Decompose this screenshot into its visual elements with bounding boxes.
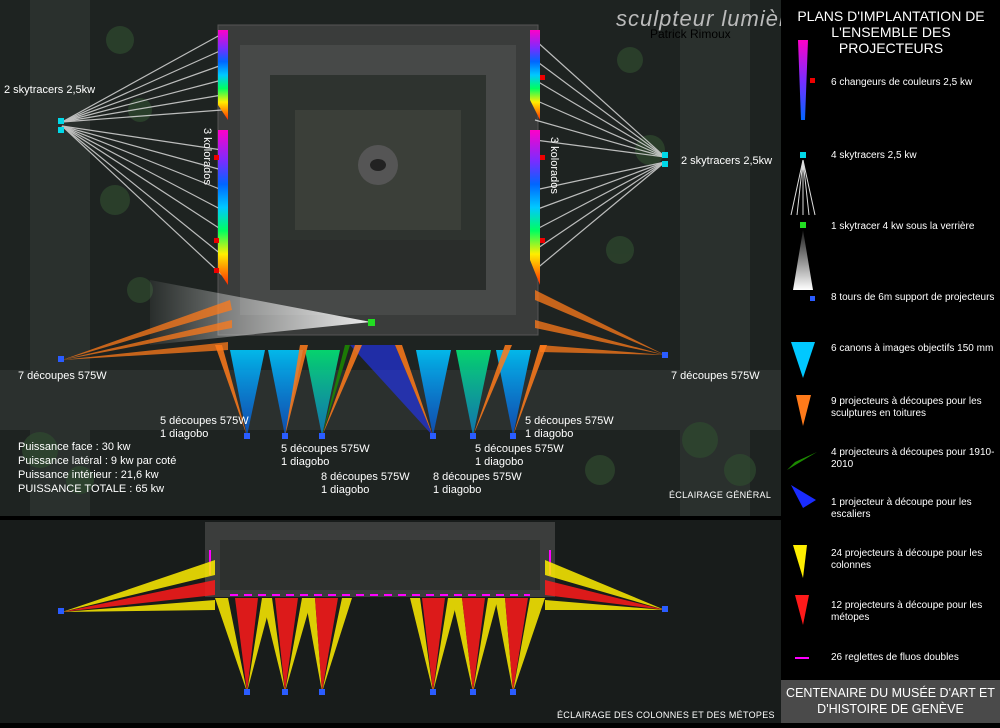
power-face: Puissance face : 30 kw bbox=[18, 441, 131, 453]
label-skytracers-left: 2 skytracers 2,5kw bbox=[4, 84, 96, 96]
right-kolorado-lower bbox=[530, 130, 540, 285]
label-kolorados-right: 3 kolorados bbox=[548, 137, 560, 194]
power-lateral: Puissance latéral : 9 kw par coté bbox=[18, 455, 177, 467]
top-panel-caption: ÉCLAIRAGE GÉNÉRAL bbox=[669, 490, 772, 500]
front-beams-top bbox=[215, 345, 547, 436]
stairs-decoupe-icon bbox=[791, 485, 816, 508]
label-front-1: 5 découpes 575W bbox=[160, 415, 249, 427]
sculpteur-lumiere-logo: sculpteur lumière bbox=[616, 6, 801, 31]
label-skytracers-right: 2 skytracers 2,5kw bbox=[681, 155, 773, 167]
left-skytracer-beams bbox=[61, 34, 223, 276]
label-decoupes-left: 7 découpes 575W bbox=[18, 370, 107, 382]
color-changer-icon bbox=[798, 40, 808, 120]
side-column-beams bbox=[62, 560, 665, 612]
left-tower-marker bbox=[58, 356, 64, 362]
white-beam-icon bbox=[793, 230, 813, 290]
verriere-skytracer-icon bbox=[800, 222, 806, 228]
verriere-skytracer-marker bbox=[368, 319, 375, 326]
site-plan-map: sculpteur lumière Patrick Rimoux 2 skytr… bbox=[0, 0, 800, 723]
color-changer-marker-icon bbox=[810, 78, 815, 83]
right-skytracer-beams bbox=[534, 39, 666, 271]
legend-footer: CENTENAIRE DU MUSÉE D'ART ET D'HISTOIRE … bbox=[781, 680, 1000, 723]
trees bbox=[22, 26, 756, 494]
label-front-6b: 1 diagobo bbox=[525, 428, 574, 440]
legend-item-roof-decoupes: 9 projecteurs à découpes pour les sculpt… bbox=[831, 396, 982, 419]
legend-item-metope-decoupes: 12 projecteurs à découpe pour les métope… bbox=[831, 600, 983, 623]
skytracer-icon bbox=[800, 152, 806, 158]
decoupe-1910-icon bbox=[787, 452, 817, 470]
legend-panel: PLANS D'IMPLANTATION DE L'ENSEMBLE DES P… bbox=[781, 0, 1000, 723]
skytracer-beam-icon bbox=[790, 159, 816, 216]
legend-item-verriere-skytracer: 1 skytracer 4 kw sous la verrière bbox=[831, 221, 975, 232]
left-kolorado-upper bbox=[218, 30, 228, 120]
label-front-1b: 1 diagobo bbox=[160, 428, 209, 440]
site-plan-svg bbox=[0, 0, 781, 723]
label-front-2b: 1 diagobo bbox=[281, 456, 330, 468]
kolorado-markers bbox=[214, 75, 545, 273]
side-decoupe-beams bbox=[62, 290, 665, 360]
legend-item-1910-decoupes: 4 projecteurs à découpes pour 1910-2010 bbox=[831, 447, 995, 470]
right-kolorado-upper bbox=[530, 30, 540, 120]
legend-symbols bbox=[787, 40, 817, 659]
right-tower-marker bbox=[662, 352, 668, 358]
label-front-6: 5 découpes 575W bbox=[525, 415, 614, 427]
label-front-4: 8 découpes 575W bbox=[433, 471, 522, 483]
label-kolorados-left: 3 kolorados bbox=[201, 128, 213, 185]
right-tower-marker-bottom bbox=[662, 606, 668, 612]
tower-icon bbox=[810, 296, 815, 301]
metope-decoupe-icon bbox=[795, 595, 809, 625]
panel-divider bbox=[0, 516, 781, 520]
legend-item-skytracers: 4 skytracers 2,5 kw bbox=[831, 150, 917, 161]
legend-item-fluos: 26 reglettes de fluos doubles bbox=[831, 652, 959, 663]
museum-building bbox=[217, 24, 539, 336]
label-decoupes-right: 7 découpes 575W bbox=[671, 370, 760, 382]
power-total: PUISSANCE TOTALE : 65 kw bbox=[18, 483, 165, 495]
left-kolorado-lower bbox=[218, 130, 228, 285]
label-front-5b: 1 diagobo bbox=[475, 456, 524, 468]
front-column-beams bbox=[215, 598, 545, 692]
power-interior: Puissance intérieur : 21,6 kw bbox=[18, 469, 159, 481]
roof-decoupe-icon bbox=[796, 395, 811, 426]
column-decoupe-icon bbox=[793, 545, 807, 578]
legend-item-towers: 8 tours de 6m support de projecteurs bbox=[831, 292, 995, 303]
bottom-panel-caption: ÉCLAIRAGE DES COLONNES ET DES MÉTOPES bbox=[557, 710, 775, 720]
label-front-5: 5 découpes 575W bbox=[475, 443, 564, 455]
legend-title: PLANS D'IMPLANTATION DE L'ENSEMBLE DES P… bbox=[797, 8, 985, 56]
label-front-2: 5 découpes 575W bbox=[281, 443, 370, 455]
image-canon-icon bbox=[791, 342, 815, 378]
bottom-building bbox=[205, 522, 555, 597]
skytracer-markers bbox=[58, 118, 668, 167]
left-tower-marker-bottom bbox=[58, 608, 64, 614]
legend-item-image-canons: 6 canons à images objectifs 150 mm bbox=[831, 343, 994, 354]
label-front-4b: 1 diagobo bbox=[433, 484, 482, 496]
author-name: Patrick Rimoux bbox=[650, 27, 731, 41]
label-front-3b: 1 diagobo bbox=[321, 484, 370, 496]
label-front-3: 8 découpes 575W bbox=[321, 471, 410, 483]
front-tower-markers-top bbox=[244, 433, 516, 439]
legend-item-column-decoupes: 24 projecteurs à découpe pour les colonn… bbox=[831, 548, 983, 571]
legend-item-stairs-decoupe: 1 projecteur à découpe pour les escalier… bbox=[831, 497, 972, 520]
front-tower-markers-bottom bbox=[244, 689, 516, 695]
legend-item-color-changers: 6 changeurs de couleurs 2,5 kw bbox=[831, 77, 973, 88]
